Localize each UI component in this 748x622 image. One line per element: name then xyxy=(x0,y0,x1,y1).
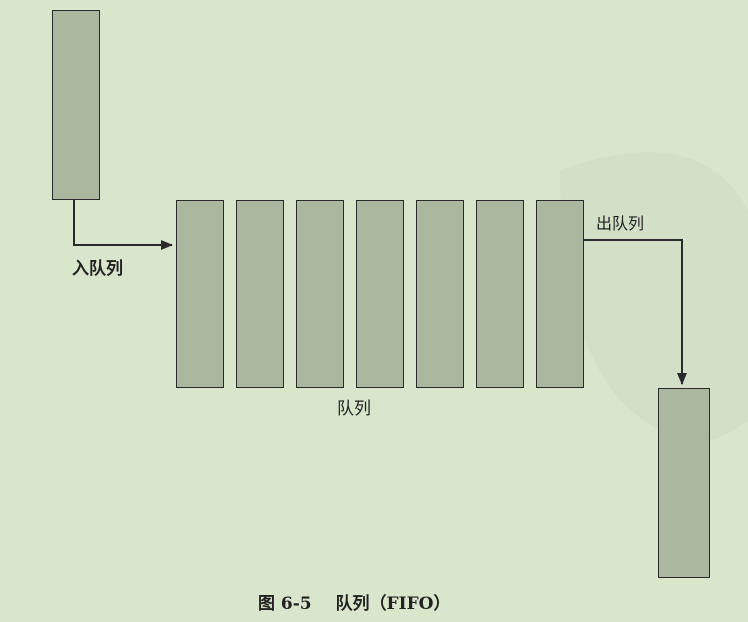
enqueue-arrow xyxy=(73,200,173,250)
queue-slot xyxy=(236,200,284,388)
figure-number: 图 6-5 xyxy=(258,594,312,614)
queue-slot xyxy=(356,200,404,388)
queue-slot xyxy=(416,200,464,388)
dequeue-arrow xyxy=(584,239,687,385)
figure-title: 队列（FIFO） xyxy=(335,594,451,614)
enqueue-label: 入队列 xyxy=(72,259,123,279)
queue-slot xyxy=(536,200,584,388)
queue-slot xyxy=(476,200,524,388)
outgoing-element xyxy=(658,388,710,578)
incoming-element xyxy=(52,10,100,200)
queue-label: 队列 xyxy=(337,399,371,419)
queue-slot xyxy=(296,200,344,388)
queue-slot xyxy=(176,200,224,388)
figure-caption: 图 6-5 队列（FIFO） xyxy=(258,596,450,613)
dequeue-label: 出队列 xyxy=(596,214,645,233)
